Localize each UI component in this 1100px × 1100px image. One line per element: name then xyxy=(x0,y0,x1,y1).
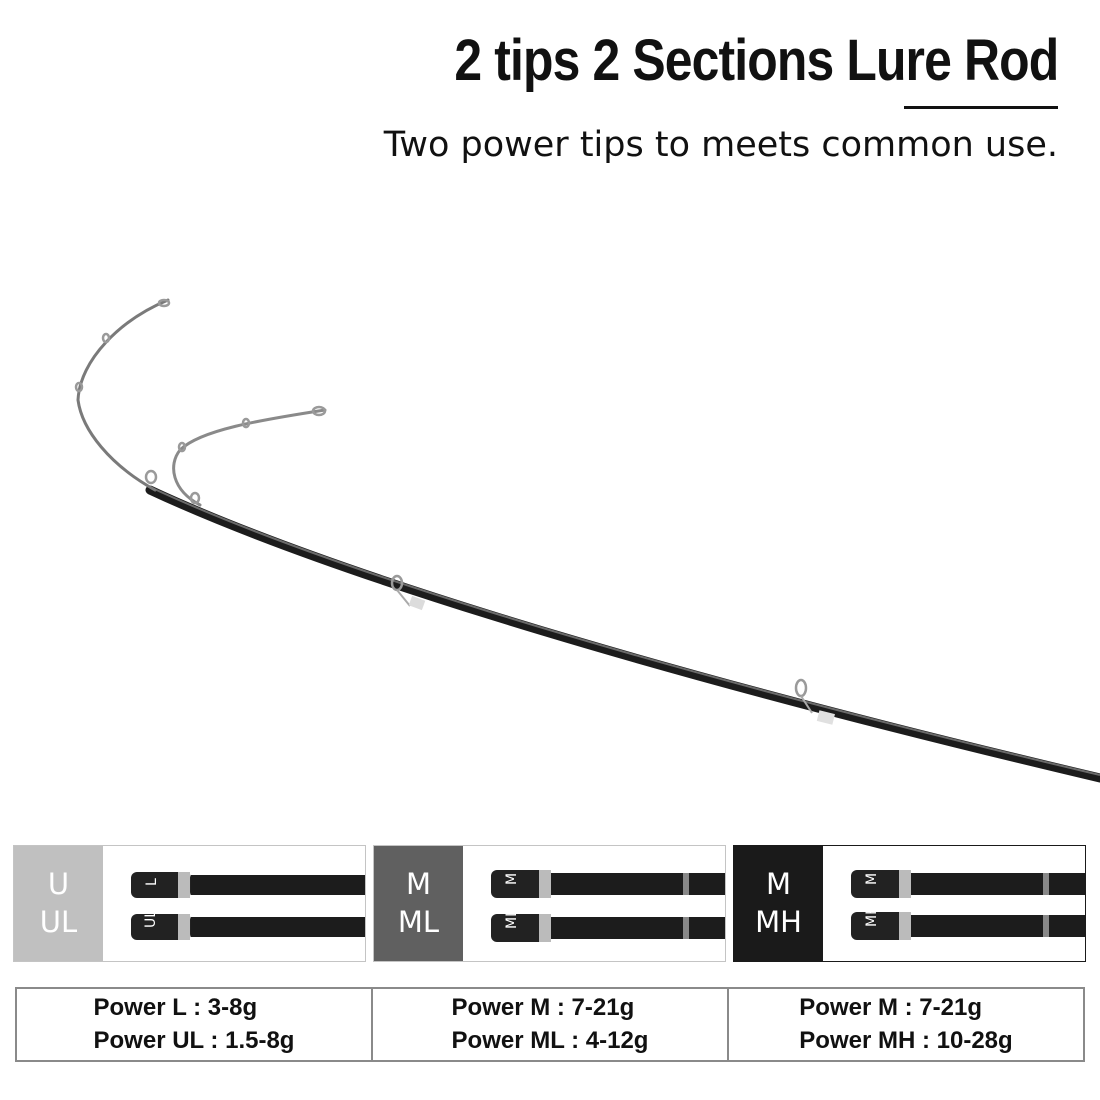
rod-illustration xyxy=(74,298,1100,783)
power-line: Power L : 3-8g xyxy=(93,994,258,1022)
power-line: Power ML : 4-12g xyxy=(451,1026,649,1054)
tip-panel-ul: U UL L UL xyxy=(13,845,366,962)
rod-guides xyxy=(74,298,808,698)
rod-main-blank xyxy=(145,485,1100,783)
tip-mark-ul: UL xyxy=(143,910,159,928)
power-cell-ml: Power M : 7-21g Power ML : 4-12g xyxy=(371,989,727,1060)
power-line: Power M : 7-21g xyxy=(451,994,635,1022)
tip-label-ul: U UL xyxy=(14,846,103,961)
rod-tip-upper xyxy=(76,298,170,492)
page-subtitle: Two power tips to meets common use. xyxy=(383,125,1058,165)
tip-label-ml: M ML xyxy=(374,846,463,961)
tip-images-ul: L UL xyxy=(131,872,365,940)
tip-label-mh: M MH xyxy=(734,846,823,961)
tip-letter-bottom: ML xyxy=(397,904,440,939)
power-line: Power MH : 10-28g xyxy=(799,1026,1013,1054)
tip-mark-mh: MH xyxy=(864,904,880,927)
tip-panel-ml: M ML M ML xyxy=(373,845,726,962)
tip-letter-top: U xyxy=(47,866,70,901)
title-underline xyxy=(904,106,1058,109)
page-title: 2 tips 2 Sections Lure Rod xyxy=(453,28,1059,93)
tip-letter-top: M xyxy=(405,866,432,901)
power-spec-table: Power L : 3-8g Power UL : 1.5-8g Power M… xyxy=(15,987,1085,1062)
tip-mark-m: M xyxy=(504,873,520,885)
tip-images-ml: M ML xyxy=(491,870,725,942)
power-line: Power M : 7-21g xyxy=(799,994,983,1022)
tip-panel-mh: M MH M MH xyxy=(733,845,1086,962)
tip-images-mh: M MH xyxy=(851,870,1085,940)
tip-mark-l: L xyxy=(144,878,160,886)
power-cell-ul: Power L : 3-8g Power UL : 1.5-8g xyxy=(17,989,371,1060)
power-line: Power UL : 1.5-8g xyxy=(93,1026,295,1054)
tip-letter-bottom: UL xyxy=(39,904,78,939)
tip-letter-bottom: MH xyxy=(755,904,802,939)
power-cell-mh: Power M : 7-21g Power MH : 10-28g xyxy=(727,989,1083,1060)
tip-mark-ml: ML xyxy=(504,909,520,929)
tip-letter-top: M xyxy=(765,866,792,901)
tip-mark-m: M xyxy=(864,873,880,885)
